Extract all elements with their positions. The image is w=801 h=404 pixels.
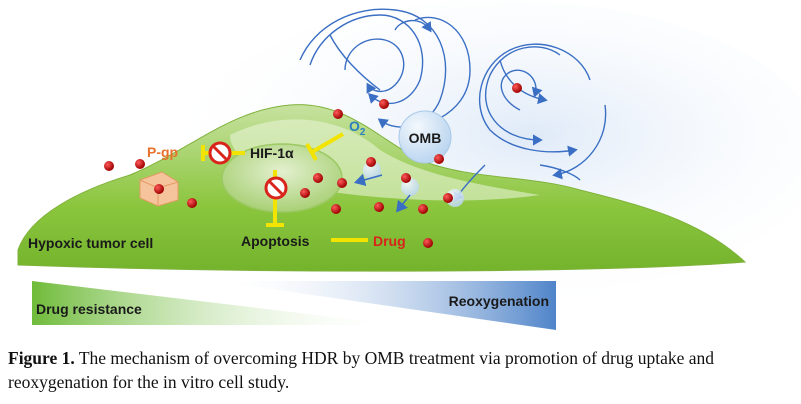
reoxygenation-label: Reoxygenation xyxy=(449,293,549,309)
figure-caption: Figure 1. The mechanism of overcoming HD… xyxy=(8,346,798,394)
drug-resistance-bar xyxy=(32,281,400,325)
omb-bubble xyxy=(398,110,452,164)
caption-label: Figure 1. xyxy=(8,348,75,368)
oxygen-arrows xyxy=(353,173,411,213)
caption-text: The mechanism of overcoming HDR by OMB t… xyxy=(8,348,715,392)
o2-label: O2 xyxy=(349,118,366,138)
drug-label: Drug xyxy=(373,233,406,249)
no-entry-icon xyxy=(208,141,232,165)
reoxygenation-bar xyxy=(215,281,556,330)
pgp-label: P-gp xyxy=(147,144,178,160)
apoptosis-label: Apoptosis xyxy=(241,233,310,249)
no-entry-icon xyxy=(264,176,288,200)
micro-bubble xyxy=(446,189,464,207)
cell-label: Hypoxic tumor cell xyxy=(28,235,153,251)
mechanism-diagram: OMB P-gp HIF-1α O2 Hypoxic tumor cell Ap… xyxy=(17,0,801,330)
drug-molecules xyxy=(104,83,522,248)
hif-label: HIF-1α xyxy=(250,145,294,161)
omb-label: OMB xyxy=(409,130,442,146)
drug-resistance-label: Drug resistance xyxy=(36,301,142,317)
